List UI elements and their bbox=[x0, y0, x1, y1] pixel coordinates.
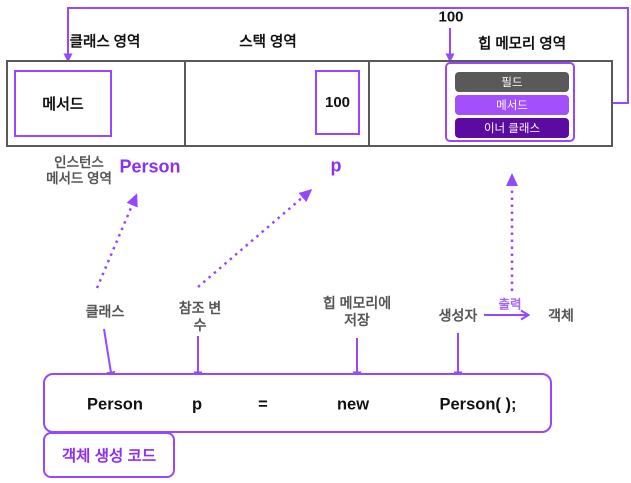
object-annotation: 객체 bbox=[548, 307, 574, 324]
stack-area-label: 스택 영역 bbox=[239, 34, 297, 51]
reference-variable-annotation: 참조 변 수 bbox=[178, 300, 222, 333]
heap-item-field: 필드 bbox=[455, 72, 569, 92]
class-method-box: 메서드 bbox=[14, 70, 112, 137]
class-to-person-dotted-arrow bbox=[95, 193, 138, 289]
code-token-person: Person bbox=[87, 395, 143, 414]
code-token-p: p bbox=[191, 395, 203, 414]
constructor-annotation: 생성자 bbox=[438, 307, 478, 324]
heap-area-label: 힙 메모리 영역 bbox=[477, 36, 567, 53]
heap-store-annotation: 힙 메모리에 저장 bbox=[322, 295, 392, 328]
code-token-new: new bbox=[336, 395, 370, 414]
code-token-person-call: Person( ); bbox=[439, 395, 517, 414]
person-class-label: Person bbox=[119, 156, 181, 177]
heap-address-value: 100 bbox=[438, 8, 464, 26]
heap-item-method: 메서드 bbox=[455, 95, 569, 115]
class-stack-divider bbox=[184, 62, 186, 145]
stack-value-box: 100 bbox=[315, 70, 360, 135]
stack-value: 100 bbox=[324, 94, 351, 111]
stack-heap-divider bbox=[368, 62, 370, 145]
heap-item-inner-class: 이너 클래스 bbox=[455, 118, 569, 138]
code-token-equals: = bbox=[258, 395, 268, 414]
p-variable-label: p bbox=[330, 155, 342, 176]
class-area-label: 클래스 영역 bbox=[69, 34, 141, 51]
code-caption-box: 객체 생성 코드 bbox=[43, 432, 175, 478]
object-creation-code-box bbox=[43, 373, 552, 433]
heap-object-box: 필드 메서드 이너 클래스 bbox=[445, 62, 575, 142]
refvar-to-p-dotted-arrow bbox=[197, 189, 313, 288]
class-to-code-arrow bbox=[103, 328, 116, 381]
class-annotation: 클래스 bbox=[85, 303, 125, 320]
instance-method-area-label: 인스턴스 메서드 영역 bbox=[46, 155, 112, 186]
output-annotation: 출력 bbox=[498, 297, 522, 312]
